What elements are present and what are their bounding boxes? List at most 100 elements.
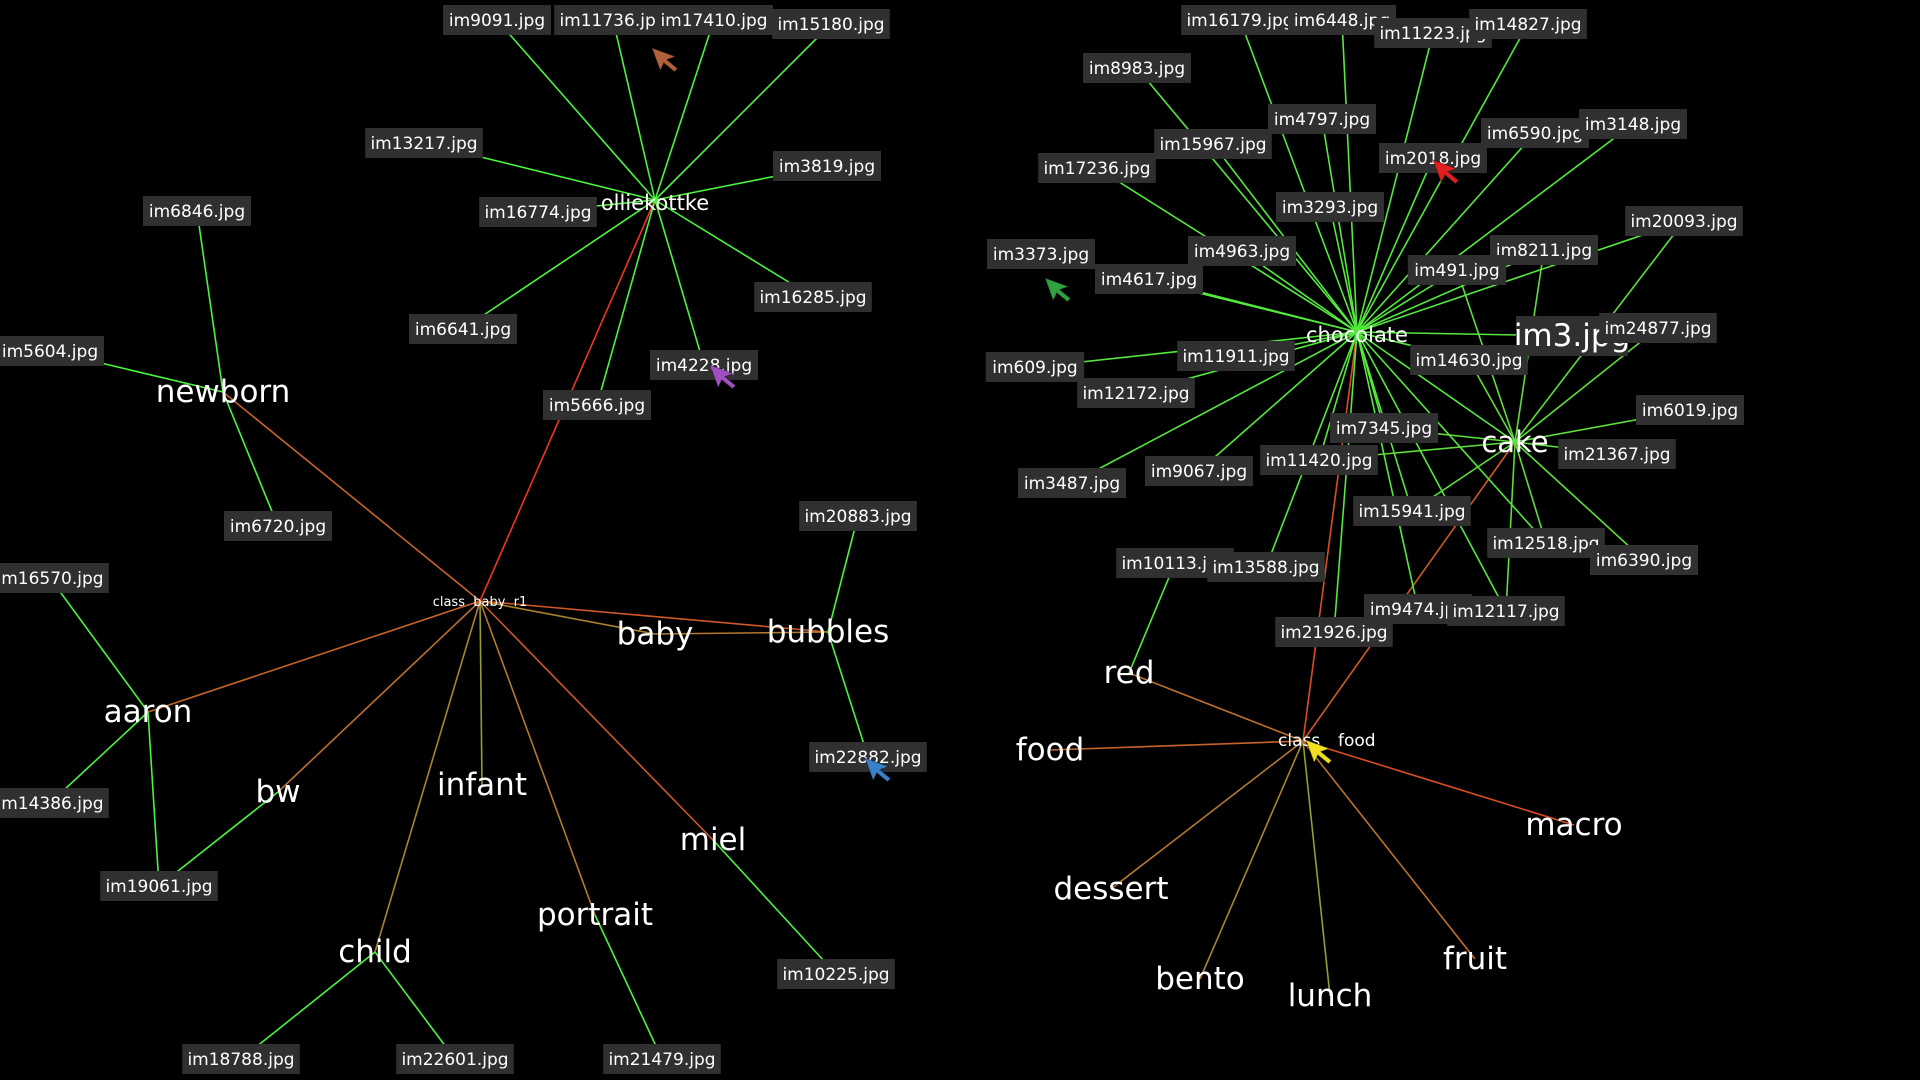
image-node-box[interactable] [1095,264,1203,294]
image-node-im13217[interactable]: im13217.jpg [365,128,483,158]
image-node-im11420[interactable]: im11420.jpg [1260,445,1378,475]
image-node-im16570[interactable]: im16570.jpg [0,563,109,593]
image-node-box[interactable] [1260,445,1378,475]
image-node-im21367[interactable]: im21367.jpg [1558,439,1676,469]
image-node-im6390[interactable]: im6390.jpg [1590,545,1698,575]
image-node-im16774[interactable]: im16774.jpg [479,197,597,227]
image-node-im5604[interactable]: im5604.jpg [0,336,104,366]
image-node-box[interactable] [1276,192,1384,222]
image-node-box[interactable] [777,959,895,989]
image-node-box[interactable] [1379,143,1487,173]
image-node-box[interactable] [0,563,109,593]
image-node-box[interactable] [650,350,758,380]
tag-node-lunch[interactable]: lunch [1288,978,1373,1014]
image-node-im6019[interactable]: im6019.jpg [1636,395,1744,425]
image-node-box[interactable] [773,151,881,181]
image-node-im20883[interactable]: im20883.jpg [799,501,917,531]
image-node-box[interactable] [1083,53,1191,83]
image-node-box[interactable] [1018,468,1126,498]
image-node-box[interactable] [985,352,1085,382]
tag-node-food[interactable]: food [1016,732,1085,768]
image-node-box[interactable] [1154,129,1272,159]
image-node-box[interactable] [543,390,651,420]
image-node-im5666[interactable]: im5666.jpg [543,390,651,420]
image-node-im3487[interactable]: im3487.jpg [1018,468,1126,498]
image-node-im4617[interactable]: im4617.jpg [1095,264,1203,294]
image-node-box[interactable] [809,742,927,772]
tag-node-child[interactable]: child [338,934,412,970]
tag-node-fruit[interactable]: fruit [1443,941,1507,977]
tag-node-chocolate[interactable]: chocolate [1306,323,1408,347]
center-node-class-baby-r1[interactable]: class baby r1 [433,595,528,610]
image-node-im8211[interactable]: im8211.jpg [1490,235,1598,265]
image-node-box[interactable] [1353,496,1471,526]
image-node-box[interactable] [443,5,551,35]
image-node-box[interactable] [1410,345,1528,375]
image-node-box[interactable] [1490,235,1598,265]
tag-node-bw[interactable]: bw [255,774,300,810]
image-node-box[interactable] [409,314,517,344]
image-node-box[interactable] [554,5,672,35]
image-node-box[interactable] [1469,9,1587,39]
tag-node-red[interactable]: red [1104,655,1155,691]
image-node-box[interactable] [1188,236,1296,266]
image-node-box[interactable] [1207,552,1325,582]
image-node-im6641[interactable]: im6641.jpg [409,314,517,344]
image-node-im17410[interactable]: im17410.jpg [655,5,773,35]
image-node-im4797[interactable]: im4797.jpg [1268,104,1376,134]
image-node-im6846[interactable]: im6846.jpg [143,196,251,226]
image-node-box[interactable] [396,1044,514,1074]
image-node-box[interactable] [1145,456,1253,486]
image-node-im11736[interactable]: im11736.jpg [554,5,672,35]
image-node-im14827[interactable]: im14827.jpg [1469,9,1587,39]
image-node-box[interactable] [1268,104,1376,134]
image-node-box[interactable] [1625,206,1743,236]
image-node-box[interactable] [603,1044,721,1074]
image-node-box[interactable] [1481,118,1589,148]
tag-node-miel[interactable]: miel [680,822,747,858]
image-node-box[interactable] [1330,413,1438,443]
image-node-box[interactable] [182,1044,300,1074]
tag-node-cake[interactable]: cake [1481,425,1548,459]
image-node-box[interactable] [1599,313,1717,343]
image-node-box[interactable] [1407,255,1507,285]
image-node-im14630[interactable]: im14630.jpg [1410,345,1528,375]
image-node-im491[interactable]: im491.jpg [1407,255,1507,285]
image-node-box[interactable] [479,197,597,227]
image-node-box[interactable] [1636,395,1744,425]
image-node-im14386[interactable]: im14386.jpg [0,788,109,818]
image-node-im3293[interactable]: im3293.jpg [1276,192,1384,222]
image-node-box[interactable] [143,196,251,226]
image-node-box[interactable] [1487,528,1605,558]
image-node-im3148[interactable]: im3148.jpg [1579,109,1687,139]
image-node-im12518[interactable]: im12518.jpg [1487,528,1605,558]
image-node-box[interactable] [754,282,872,312]
tag-node-olliekottke[interactable]: olliekottke [601,191,709,215]
image-node-box[interactable] [224,511,332,541]
image-node-box[interactable] [799,501,917,531]
image-node-im9067[interactable]: im9067.jpg [1145,456,1253,486]
image-node-box[interactable] [365,128,483,158]
image-node-im3373[interactable]: im3373.jpg [987,239,1095,269]
image-node-im10225[interactable]: im10225.jpg [777,959,895,989]
tag-node-newborn[interactable]: newborn [156,374,291,410]
image-node-im17236[interactable]: im17236.jpg [1038,153,1156,183]
tag-node-bubbles[interactable]: bubbles [767,614,890,650]
image-node-im18788[interactable]: im18788.jpg [182,1044,300,1074]
tag-node-aaron[interactable]: aaron [104,694,193,730]
image-node-im4963[interactable]: im4963.jpg [1188,236,1296,266]
image-node-im13588[interactable]: im13588.jpg [1207,552,1325,582]
image-node-im15967[interactable]: im15967.jpg [1154,129,1272,159]
image-node-im19061[interactable]: im19061.jpg [100,871,218,901]
image-node-im3819[interactable]: im3819.jpg [773,151,881,181]
image-node-im24877[interactable]: im24877.jpg [1599,313,1717,343]
image-node-box[interactable] [655,5,773,35]
image-node-box[interactable] [987,239,1095,269]
image-node-im6720[interactable]: im6720.jpg [224,511,332,541]
image-node-box[interactable] [1590,545,1698,575]
image-node-box[interactable] [1177,341,1295,371]
image-node-im11911[interactable]: im11911.jpg [1177,341,1295,371]
image-node-box[interactable] [0,788,109,818]
center-node-food[interactable]: food [1338,731,1376,751]
